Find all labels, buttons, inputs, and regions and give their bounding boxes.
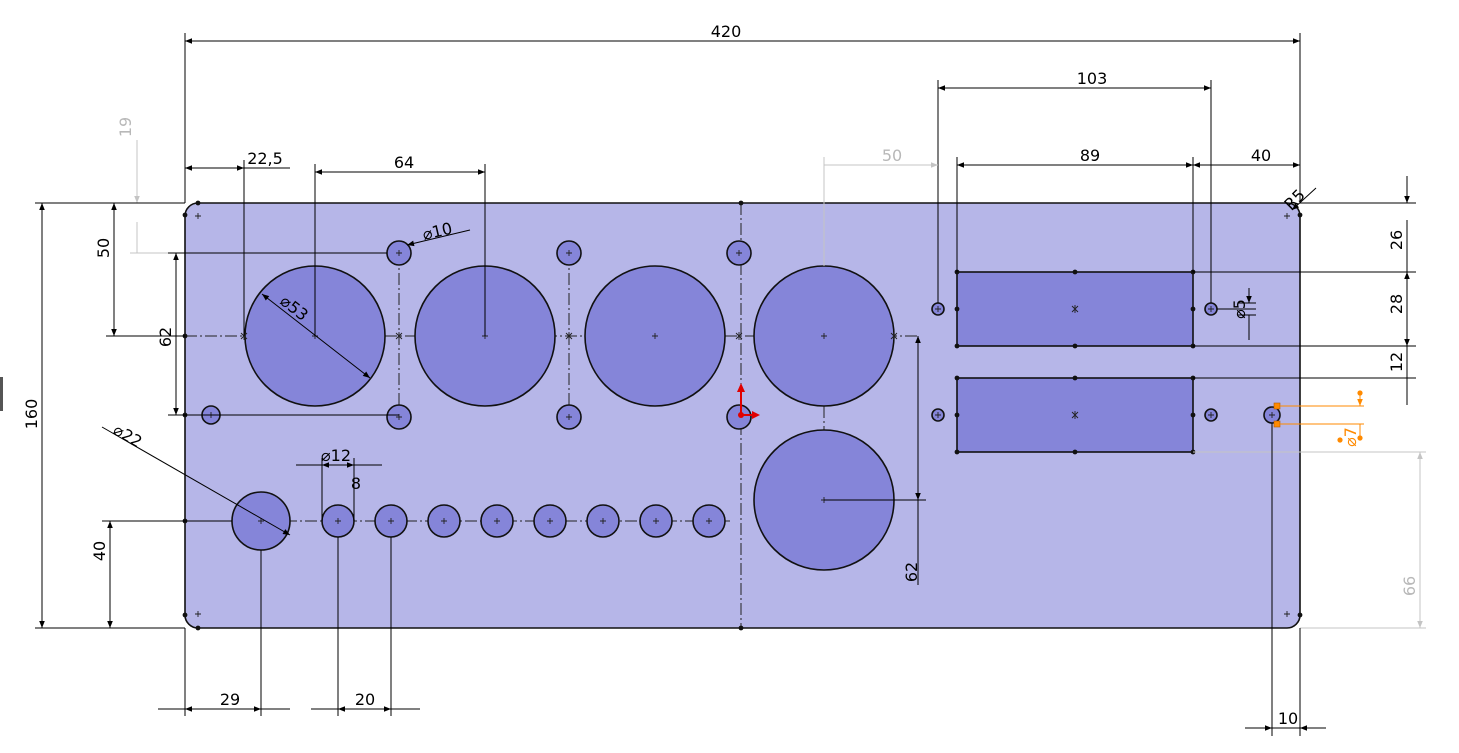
dim-slot-span[interactable]: 103 (937, 69, 1212, 303)
svg-text:⌀22: ⌀22 (110, 420, 145, 451)
svg-text:420: 420 (711, 22, 742, 41)
svg-text:20: 20 (355, 690, 375, 709)
dim-bottom-10[interactable]: 10 (1245, 423, 1326, 736)
dim-overall-height[interactable]: 160 (22, 202, 185, 629)
svg-text:40: 40 (1251, 146, 1271, 165)
svg-text:⌀5: ⌀5 (1230, 299, 1249, 319)
dim-right-offset[interactable]: 40 (1193, 146, 1301, 203)
svg-text:28: 28 (1387, 294, 1406, 314)
dim-hole-d5[interactable]: ⌀5 (1217, 288, 1256, 340)
svg-text:26: 26 (1387, 230, 1406, 250)
dim-driven-50-top[interactable]: 50 (823, 146, 938, 266)
dim-right-26[interactable]: 26 (1387, 230, 1406, 250)
svg-text:12: 12 (1387, 352, 1406, 372)
svg-text:50: 50 (94, 238, 113, 258)
dim-height-50[interactable]: 50 (94, 202, 185, 337)
dim-right-28[interactable]: 28 (1387, 294, 1406, 314)
dim-height-62-left[interactable]: 62 (156, 252, 399, 416)
svg-text:29: 29 (220, 690, 240, 709)
dim-hole-d7[interactable]: ⌀7 (1280, 390, 1364, 447)
svg-text:160: 160 (22, 399, 41, 430)
svg-text:50: 50 (882, 146, 902, 165)
svg-text:40: 40 (90, 541, 109, 561)
center-marks (195, 213, 1290, 617)
dim-right-stack[interactable] (1193, 176, 1416, 405)
dim-driven-66[interactable]: 66 (1193, 451, 1426, 629)
svg-text:66: 66 (1400, 576, 1419, 596)
dim-height-8[interactable]: 8 (351, 474, 361, 493)
dim-height-40[interactable]: 40 (90, 520, 232, 629)
origin-icon[interactable] (737, 383, 760, 419)
dim-slot-length[interactable]: 89 (956, 146, 1194, 272)
dim-overall-width[interactable]: 420 (184, 22, 1301, 203)
dim-height-62-right[interactable]: 62 (824, 336, 926, 585)
svg-text:62: 62 (156, 327, 175, 347)
dim-offset-22-5[interactable]: 22,5 (184, 149, 290, 336)
dim-hole-d12[interactable]: ⌀12 (296, 446, 382, 521)
svg-text:⌀12: ⌀12 (321, 446, 351, 465)
svg-text:64: 64 (394, 153, 414, 172)
svg-text:8: 8 (351, 474, 361, 493)
dim-bottom-20[interactable]: 20 (311, 537, 420, 716)
panel-edge-tab[interactable] (0, 377, 3, 411)
svg-text:62: 62 (902, 562, 921, 582)
svg-text:103: 103 (1077, 69, 1108, 88)
svg-text:22,5: 22,5 (247, 149, 283, 168)
svg-text:10: 10 (1278, 709, 1298, 728)
svg-text:19: 19 (116, 117, 135, 137)
svg-text:⌀7: ⌀7 (1341, 427, 1360, 447)
dim-right-12[interactable]: 12 (1387, 352, 1406, 372)
dim-bottom-29[interactable]: 29 (158, 550, 290, 716)
svg-text:89: 89 (1080, 146, 1100, 165)
